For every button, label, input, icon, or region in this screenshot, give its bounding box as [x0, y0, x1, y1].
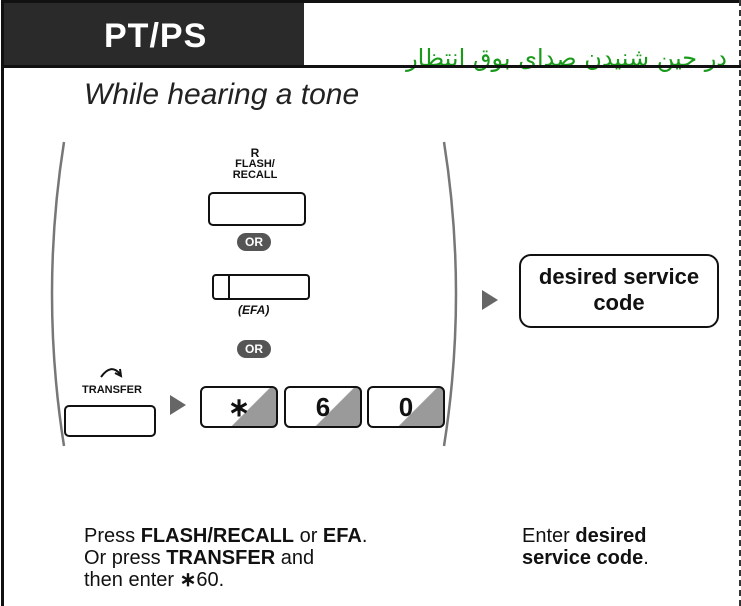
right-description: Enter desired service code.	[522, 525, 722, 569]
transfer-key[interactable]	[64, 405, 156, 437]
condition-subtitle: While hearing a tone	[84, 78, 360, 111]
digit-0-key[interactable]: 0	[367, 386, 445, 428]
device-type-label: PT/PS	[104, 17, 208, 55]
right-desc-line2: service code.	[522, 547, 649, 569]
flash-recall-key[interactable]	[208, 192, 306, 226]
flash-recall-line2: RECALL	[232, 169, 278, 181]
flash-recall-top-letter: R	[250, 146, 260, 160]
or-badge-1: OR	[237, 233, 271, 251]
star-key[interactable]: ∗	[200, 386, 278, 428]
flash-recall-key-label: R FLASH/ RECALL	[222, 146, 288, 181]
header-band: PT/PS	[4, 3, 304, 65]
transfer-to-digits-arrow	[170, 395, 186, 415]
or-badge-2: OR	[237, 340, 271, 358]
frame-left-border	[1, 0, 4, 606]
left-parenthesis	[50, 141, 66, 447]
transfer-key-label: TRANSFER	[82, 384, 142, 396]
to-service-code-arrow	[482, 290, 498, 310]
service-code-line1: desired service	[538, 264, 700, 289]
efa-label: (EFA)	[238, 303, 270, 317]
left-desc-line3: then enter ∗60.	[84, 569, 225, 591]
efa-key-divider	[228, 276, 230, 298]
frame-right-dashed-border	[739, 0, 741, 606]
right-desc-line1: Enter desired	[522, 525, 647, 547]
digit-6-key[interactable]: 6	[284, 386, 362, 428]
left-desc-line2: Or press TRANSFER and	[84, 547, 315, 569]
frame-top-border	[1, 0, 741, 3]
desired-service-code-box: desired service code	[519, 254, 719, 328]
right-parenthesis	[442, 141, 458, 447]
flash-recall-line1: FLASH/	[235, 158, 275, 170]
efa-key[interactable]	[212, 274, 310, 300]
service-code-line2: code	[593, 290, 645, 315]
left-description: Press FLASH/RECALL or EFA. Or press TRAN…	[84, 525, 484, 591]
left-desc-line1: Press FLASH/RECALL or EFA.	[84, 525, 368, 547]
transfer-curved-arrow-icon	[100, 368, 123, 378]
header-divider	[4, 65, 741, 68]
